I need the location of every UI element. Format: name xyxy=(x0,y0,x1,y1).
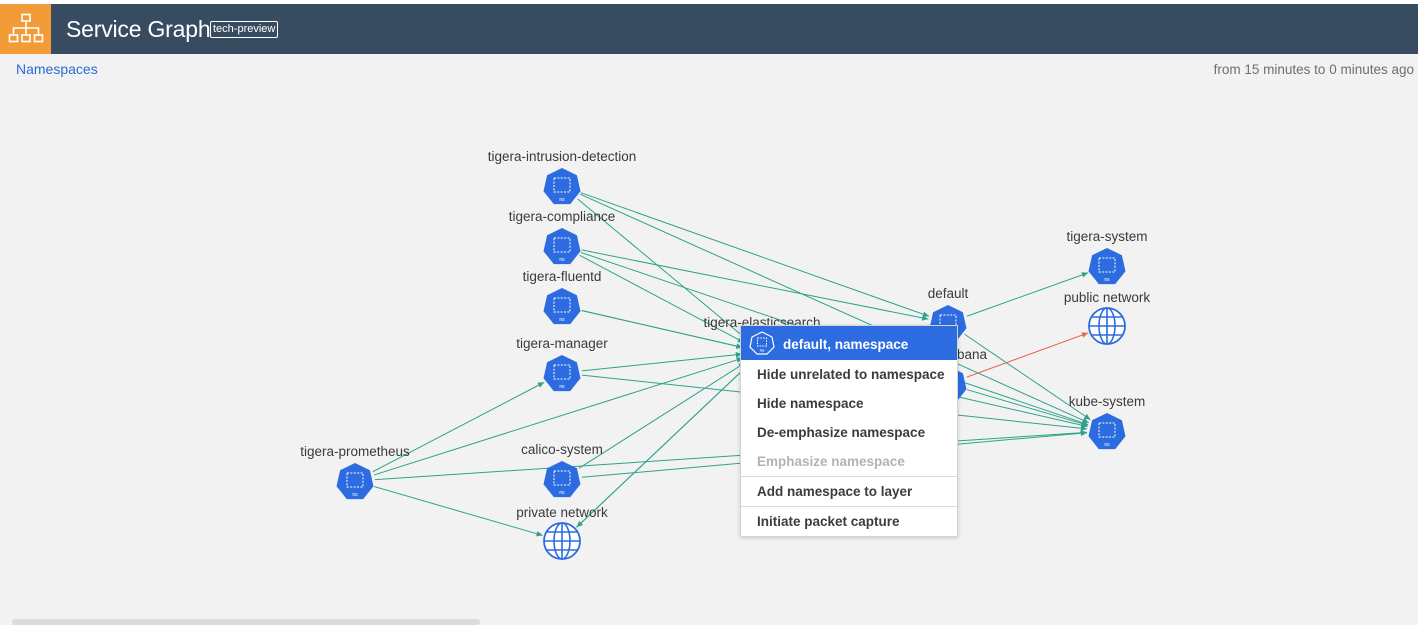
namespace-icon: ns xyxy=(749,331,775,355)
menu-divider xyxy=(741,506,957,507)
breadcrumb-namespaces[interactable]: Namespaces xyxy=(16,61,98,77)
graph-edge-default-to-tigera-system[interactable] xyxy=(966,272,1089,317)
graph-edge-calico-system-to-tigera-elasticsearch[interactable] xyxy=(578,362,746,469)
namespace-icon: ns xyxy=(543,288,581,325)
graph-node-label: tigera-intrusion-detection xyxy=(488,149,637,164)
graph-node-label: tigera-manager xyxy=(516,336,608,351)
graph-node-tigera-manager[interactable]: ns tigera-manager xyxy=(516,336,608,392)
graph-edge-tigera-prometheus-to-private-network[interactable] xyxy=(374,486,543,537)
svg-text:ns: ns xyxy=(760,348,765,353)
menu-item-add-to-layer[interactable]: Add namespace to layer xyxy=(757,484,913,499)
graph-node-tigera-compliance[interactable]: ns tigera-compliance xyxy=(509,209,616,265)
menu-item-deemphasize[interactable]: De-emphasize namespace xyxy=(757,425,926,440)
graph-edges xyxy=(372,192,1091,537)
graph-node-public-network[interactable]: public network xyxy=(1064,290,1151,345)
graph-node-tigera-fluentd[interactable]: ns tigera-fluentd xyxy=(523,269,602,325)
graph-node-label: calico-system xyxy=(521,442,603,457)
node-context-menu: ns default, namespace Hide unrelated to … xyxy=(740,325,958,537)
namespace-icon: ns xyxy=(543,168,581,205)
logo-button[interactable] xyxy=(0,4,51,54)
app-title: Service Graph xyxy=(66,16,211,42)
graph-node-label: kube-system xyxy=(1069,394,1146,409)
graph-node-label: tigera-fluentd xyxy=(523,269,602,284)
ns-icon-label: ns xyxy=(559,317,565,323)
globe-icon xyxy=(543,522,581,560)
graph-node-label: public network xyxy=(1064,290,1151,305)
graph-node-label: default xyxy=(928,286,969,301)
graph-node-tigera-system[interactable]: ns tigera-system xyxy=(1066,229,1148,285)
context-menu-title: default, namespace xyxy=(783,337,909,352)
graph-edge-tigera-intrusion-detection-to-tigera-elasticsearch[interactable] xyxy=(577,198,747,340)
graph-node-private-network[interactable]: private network xyxy=(516,505,608,560)
graph-edge-tigera-prometheus-to-tigera-manager[interactable] xyxy=(372,381,545,473)
menu-divider xyxy=(741,476,957,477)
app-header: Service Graph tech-preview xyxy=(0,4,1418,54)
graph-nodes: ns tigera-intrusion-detection ns tigera-com… xyxy=(300,149,1151,560)
ns-icon-label: ns xyxy=(559,197,565,203)
graph-node-label: tigera-system xyxy=(1066,229,1147,244)
graph-edge-tigera-kibana-to-public-network[interactable] xyxy=(966,332,1089,378)
graph-edge-tigera-kibana-to-kube-system[interactable] xyxy=(967,389,1088,427)
graph-node-kube-system[interactable]: ns kube-system xyxy=(1069,394,1146,450)
namespace-icon: ns xyxy=(543,355,581,392)
time-range-label[interactable]: from 15 minutes to 0 minutes ago xyxy=(1213,62,1414,77)
graph-node-tigera-prometheus[interactable]: ns tigera-prometheus xyxy=(300,444,410,500)
horizontal-scrollbar[interactable] xyxy=(12,619,480,625)
globe-icon xyxy=(1088,307,1126,345)
graph-node-tigera-intrusion-detection[interactable]: ns tigera-intrusion-detection xyxy=(488,149,637,205)
ns-icon-label: ns xyxy=(1104,277,1110,283)
graph-node-label: tigera-prometheus xyxy=(300,444,410,459)
namespace-icon: ns xyxy=(1088,248,1126,285)
window-top-strip xyxy=(0,0,1418,4)
graph-node-label: private network xyxy=(516,505,608,520)
graph-edge-tigera-manager-to-tigera-elasticsearch[interactable] xyxy=(581,351,743,372)
graph-edge-tigera-compliance-to-default[interactable] xyxy=(581,249,929,321)
graph-edge-default-to-kube-system[interactable] xyxy=(964,333,1091,421)
menu-item-packet-capture[interactable]: Initiate packet capture xyxy=(757,514,900,529)
tech-preview-badge: tech-preview xyxy=(210,21,279,38)
graph-edge-tigera-prometheus-to-kube-system[interactable] xyxy=(374,429,1088,481)
graph-node-label: tigera-compliance xyxy=(509,209,616,224)
menu-item-hide-namespace[interactable]: Hide namespace xyxy=(757,396,864,411)
graph-edge-tigera-elasticsearch-to-private-network[interactable] xyxy=(576,365,748,528)
menu-item-emphasize: Emphasize namespace xyxy=(757,454,905,469)
graph-edge-tigera-intrusion-detection-to-default[interactable] xyxy=(580,192,930,317)
ns-icon-label: ns xyxy=(352,492,358,498)
menu-item-hide-unrelated[interactable]: Hide unrelated to namespace xyxy=(757,367,945,382)
graph-edge-tigera-intrusion-detection-to-kube-system[interactable] xyxy=(580,193,1089,424)
hierarchy-icon xyxy=(8,13,44,43)
ns-icon-label: ns xyxy=(559,384,565,390)
graph-edge-tigera-compliance-to-tigera-elasticsearch[interactable] xyxy=(579,254,745,344)
graph-edge-tigera-prometheus-to-tigera-elasticsearch[interactable] xyxy=(373,357,744,476)
namespace-icon: ns xyxy=(336,463,374,500)
ns-icon-label: ns xyxy=(559,257,565,263)
context-menu-header: ns default, namespace xyxy=(741,326,957,360)
ns-icon-label: ns xyxy=(1104,442,1110,448)
graph-node-calico-system[interactable]: ns calico-system xyxy=(521,442,603,498)
namespace-icon: ns xyxy=(543,228,581,265)
namespace-icon: ns xyxy=(1088,413,1126,450)
ns-icon-label: ns xyxy=(559,490,565,496)
namespace-icon: ns xyxy=(543,461,581,498)
